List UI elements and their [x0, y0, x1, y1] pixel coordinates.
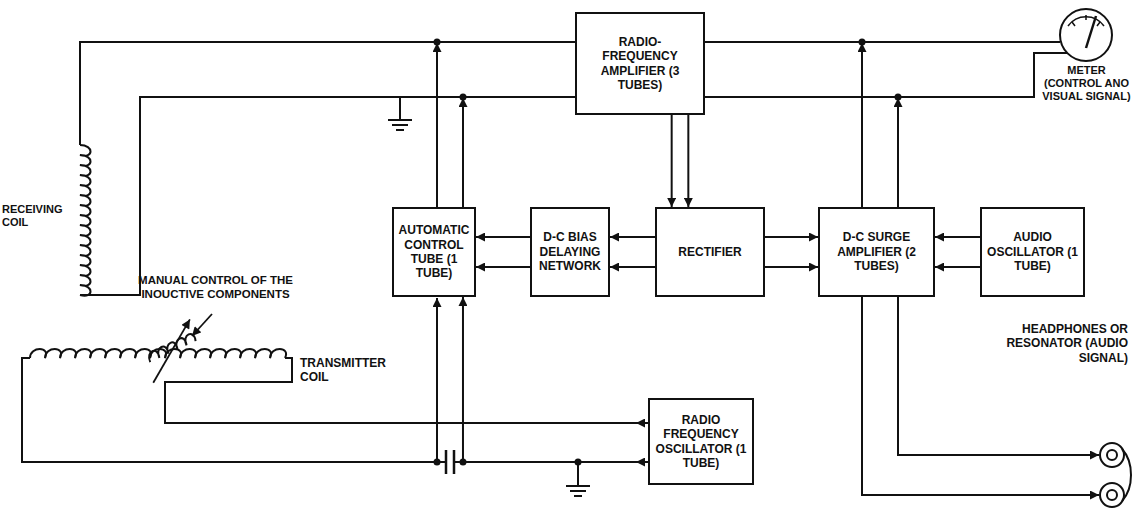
- box-label: D-C BIAS DELAYING NETWORK: [536, 230, 604, 273]
- receiving-coil: [80, 145, 91, 296]
- headphones-wire: [898, 297, 1099, 455]
- meter-symbol: [1072, 15, 1100, 26]
- meter-label: METER (CONTROL ANO VISUAL SIGNAL): [1040, 64, 1133, 104]
- ground-symbol: [566, 462, 590, 496]
- output-wire: [861, 43, 863, 207]
- transmitter-coil: [22, 358, 446, 462]
- control-arrow: [436, 298, 438, 462]
- box-label: RADIO- FREQUENCY AMPLIFIER (3 TUBES): [581, 35, 699, 93]
- box-label: D-C SURGE AMPLIFIER (2 TUBES): [824, 230, 929, 273]
- signal-arrow: [463, 297, 648, 462]
- headphones-symbol: [1107, 490, 1117, 500]
- output-wire: [897, 98, 899, 207]
- control-arrow: [462, 98, 464, 207]
- manual-control-coil: [136, 319, 208, 382]
- output-wire: [705, 42, 1067, 207]
- signal-arrow: [476, 236, 530, 238]
- signal-arrow: [687, 115, 689, 207]
- coil-label: RECEIVING COIL: [2, 203, 76, 229]
- transmitter-coil: [454, 461, 463, 463]
- oscillator-output-arrow: [636, 423, 648, 462]
- signal-arrow: [610, 266, 655, 268]
- signal-arrow: [935, 236, 980, 238]
- manual-control-coil: [136, 314, 212, 383]
- coil-label: TRANSMITTER COIL: [300, 356, 410, 385]
- manual-control-coil: [136, 319, 208, 382]
- output-wire: [705, 53, 1067, 97]
- headphones-symbol: [1122, 449, 1131, 501]
- capacitor-symbol: [446, 450, 454, 474]
- box-label: AUDIO OSCILLATOR (1 TUBE): [986, 230, 1079, 273]
- headphones-symbol: [1100, 443, 1124, 467]
- output-wire: [705, 41, 1060, 43]
- meter-symbol: [1086, 16, 1096, 48]
- signal-arrow: [610, 236, 655, 238]
- receiving-coil: [80, 42, 575, 296]
- manual-control-coil: [146, 333, 196, 363]
- ground-symbol: [388, 97, 412, 130]
- box-label: RECTIFIER: [678, 245, 741, 259]
- amplifier-box: RADIO- FREQUENCY AMPLIFIER (3 TUBES): [575, 12, 705, 115]
- receiving-coil: [80, 97, 575, 295]
- meter-symbol: [1060, 9, 1112, 61]
- delay-network-box: D-C BIAS DELAYING NETWORK: [530, 207, 610, 297]
- control-label: MANUAL CONTROL OF THE INOUCTIVE COMPONEN…: [108, 274, 323, 302]
- junction-dot: [434, 39, 441, 46]
- signal-arrow: [935, 266, 980, 268]
- headphones-symbol: [1100, 443, 1131, 507]
- signal-arrow: [765, 236, 818, 238]
- signal-arrow: [671, 115, 673, 207]
- rf-oscillator-box: RADIO FREQUENCY OSCILLATOR (1 TUBE): [648, 398, 754, 485]
- transmitter-coil: [22, 349, 648, 462]
- signal-arrow: [476, 266, 530, 268]
- control-tube-box: AUTOMATIC CONTROL TUBE (1 TUBE): [392, 207, 476, 297]
- wiring: [22, 9, 1131, 507]
- oscillator-output-arrow: [636, 422, 648, 424]
- control-arrow: [436, 43, 438, 207]
- receiving-coil: [80, 42, 575, 145]
- capacitor-symbol: [446, 450, 454, 474]
- box-label: AUTOMATIC CONTROL TUBE (1 TUBE): [398, 223, 470, 281]
- transmitter-coil: [165, 358, 648, 423]
- meter-symbol: [1060, 9, 1112, 61]
- box-label: RADIO FREQUENCY OSCILLATOR (1 TUBE): [654, 413, 748, 471]
- manual-control-coil: [192, 314, 212, 336]
- headphones-symbol: [1100, 483, 1124, 507]
- surge-amplifier-box: D-C SURGE AMPLIFIER (2 TUBES): [818, 207, 935, 297]
- headphones-label: HEADPHONES OR RESONATOR (AUDIO SIGNAL): [968, 322, 1128, 365]
- audio-oscillator-box: AUDIO OSCILLATOR (1 TUBE): [980, 207, 1085, 297]
- junction-dot: [460, 94, 467, 101]
- headphones-symbol: [1107, 450, 1117, 460]
- signal-arrow: [765, 266, 818, 268]
- rectifier-box: RECTIFIER: [655, 207, 765, 297]
